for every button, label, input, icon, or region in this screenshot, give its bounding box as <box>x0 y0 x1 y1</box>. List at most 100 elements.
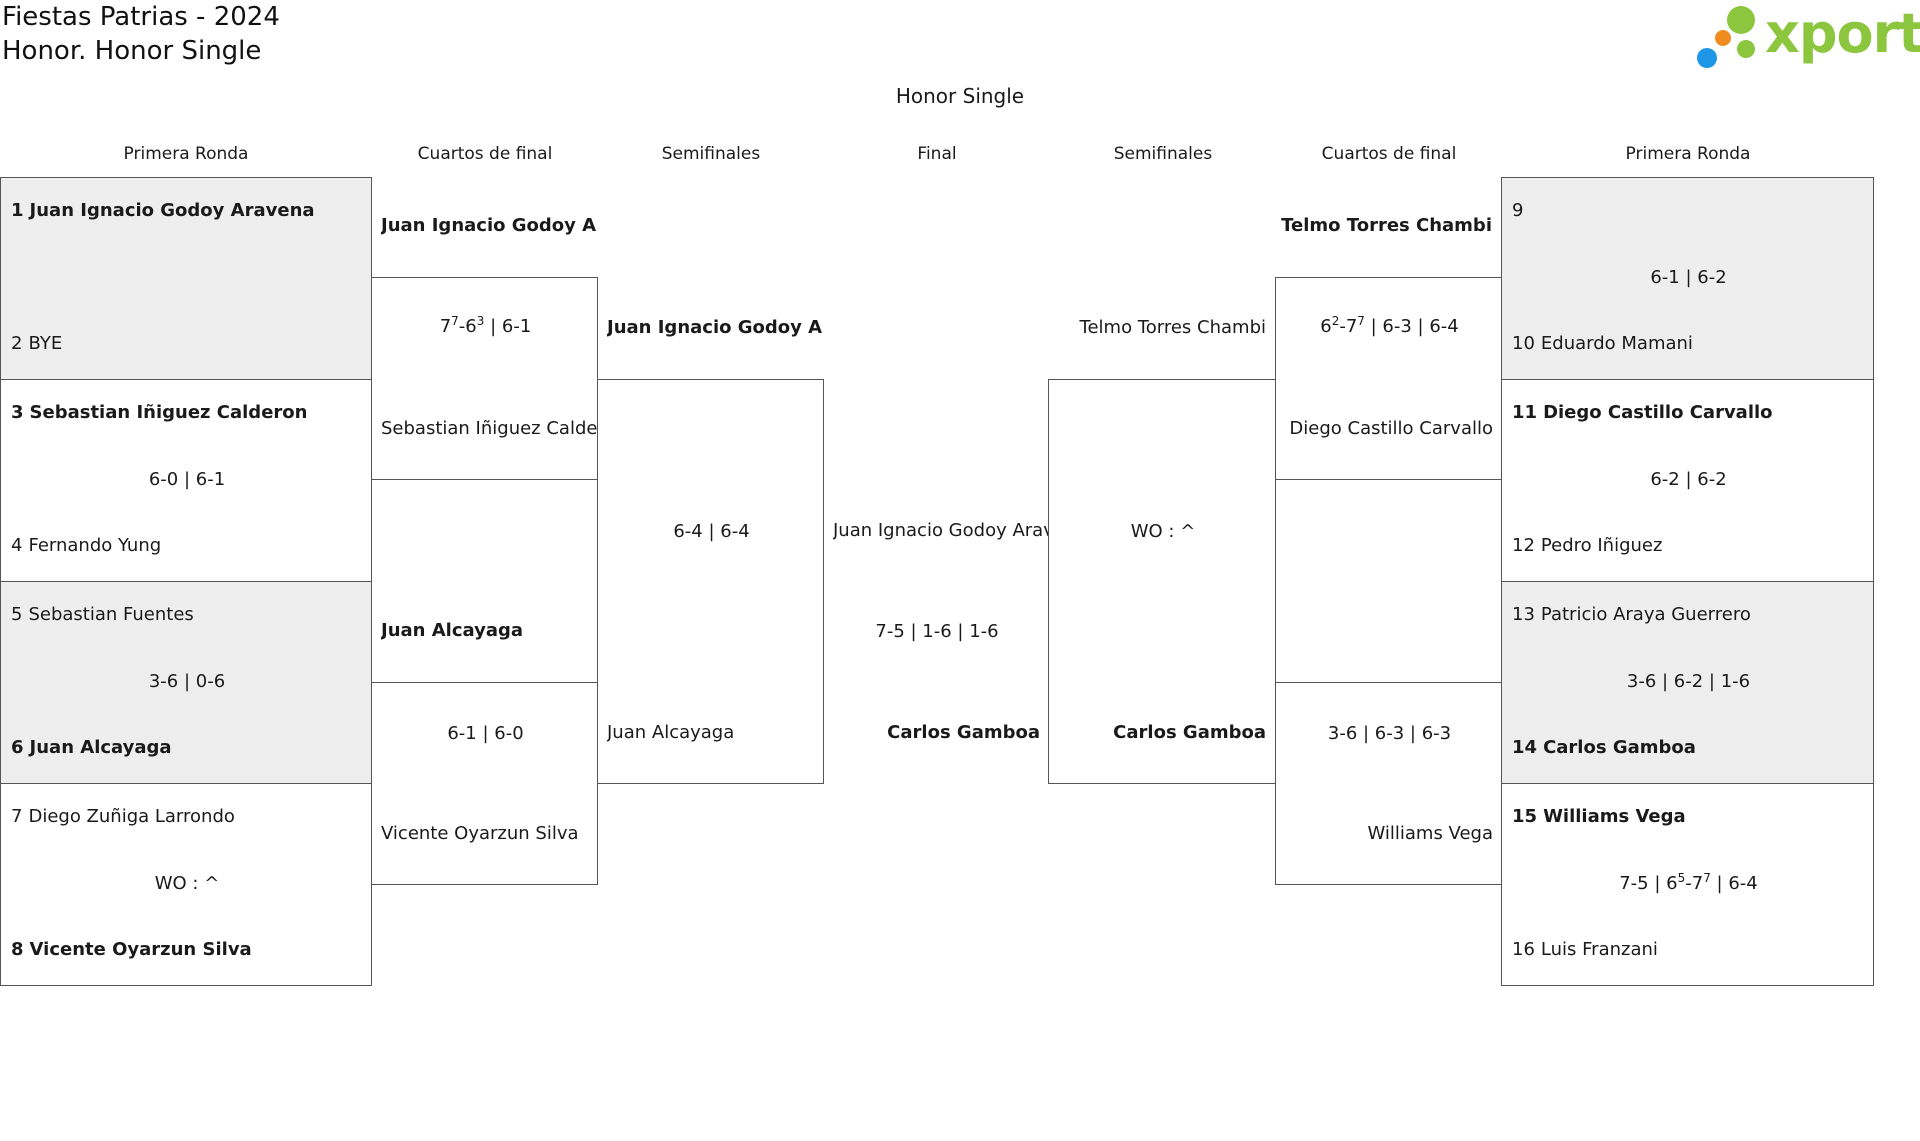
player-name[interactable]: Juan Alcayaga <box>607 722 735 743</box>
match-score: 62-77 | 6-3 | 6-4 <box>1276 314 1503 337</box>
match-score: 3-6 | 6-2 | 1-6 <box>1626 671 1751 692</box>
final-player2[interactable]: Carlos Gamboa <box>887 722 1040 743</box>
match-box-qf-l2[interactable]: 6-1 | 6-0 Vicente Oyarzun Silva <box>371 682 598 885</box>
logo-dot-orange-icon <box>1715 30 1731 46</box>
final-score: 7-5 | 1-6 | 1-6 <box>875 621 999 642</box>
player-label: Sebastian Fuentes <box>28 604 194 625</box>
match-box-sf-right[interactable]: WO : ^ Carlos Gamboa <box>1048 379 1276 784</box>
match-score: 6-1 | 6-0 <box>447 723 524 744</box>
tiebreak-score: 7 <box>451 314 459 328</box>
player-label: Diego Zuñiga Larrondo <box>28 806 235 827</box>
tiebreak-score: 7 <box>1703 871 1711 885</box>
score-part: 7 <box>439 316 452 337</box>
player-label: Pedro Iñiguez <box>1540 535 1663 556</box>
score-part: | 6-4 <box>1710 873 1758 894</box>
player-name[interactable]: Carlos Gamboa <box>1113 722 1266 743</box>
score-part: | 6-3 | 6-4 <box>1364 316 1459 337</box>
tournament-title: Fiestas Patrias - 2024 <box>2 2 280 32</box>
player-label: Williams Vega <box>1543 806 1686 827</box>
final-player1[interactable]: Juan Ignacio Godoy Aravena <box>833 520 1049 541</box>
tiebreak-score: 3 <box>476 314 485 328</box>
match-score: 6-0 | 6-1 <box>148 469 226 490</box>
player-label: Patricio Araya Guerrero <box>1540 604 1751 625</box>
player-name[interactable]: Williams Vega <box>1367 823 1493 844</box>
match-score: 6-4 | 6-4 <box>673 521 750 542</box>
seed-number: 10 <box>1512 333 1535 354</box>
player-label: Eduardo Mamani <box>1540 333 1693 354</box>
score-part: -7 <box>1339 316 1358 337</box>
tiebreak-score: 7 <box>1357 314 1365 328</box>
round-header-right-r1: Primera Ronda <box>1625 144 1751 164</box>
round-header-right-sf: Semifinales <box>1113 144 1213 164</box>
sf-right-player1[interactable]: Telmo Torres Chambi <box>1079 317 1266 338</box>
qf-left-1-player1[interactable]: Juan Ignacio Godoy Aravena <box>381 215 597 236</box>
category-title: Honor. Honor Single <box>2 36 262 66</box>
player-label: Juan Ignacio Godoy Aravena <box>29 200 315 221</box>
score-part: | 6-1 <box>484 316 532 337</box>
seed-number: 1 <box>11 200 24 221</box>
match-box-sf-left[interactable]: 6-4 | 6-4 Juan Alcayaga <box>597 379 824 784</box>
seed-number: 15 <box>1512 806 1538 827</box>
match-score: 6-1 | 6-2 <box>1650 267 1727 288</box>
match-score: 3-6 | 6-3 | 6-3 <box>1327 723 1452 744</box>
round-header-left-r1: Primera Ronda <box>123 144 249 164</box>
player-label: BYE <box>28 333 63 354</box>
logo-text: xporty <box>1765 2 1920 65</box>
player-label: Luis Franzani <box>1540 939 1658 960</box>
score-part: 7-5 | 6 <box>1619 873 1678 894</box>
match-box-qf-l1[interactable]: 77-63 | 6-1 Sebastian Iñiguez Calderon <box>371 277 598 480</box>
seed-number: 8 <box>11 939 24 960</box>
logo-dot-green-small-icon <box>1737 40 1755 58</box>
qf-right-1-player1[interactable]: Telmo Torres Chambi <box>1281 215 1492 236</box>
seed-number: 13 <box>1512 604 1535 625</box>
player-label: Fernando Yung <box>28 535 162 556</box>
player-name[interactable]: 9 <box>1512 200 1529 221</box>
round-header-left-sf: Semifinales <box>661 144 761 164</box>
xporty-logo[interactable]: xporty <box>1697 2 1920 70</box>
seed-number: 7 <box>11 806 23 827</box>
qf-left-2-player1[interactable]: Juan Alcayaga <box>381 620 524 641</box>
logo-dot-green-icon <box>1727 6 1755 34</box>
match-score: WO : ^ <box>1130 521 1196 542</box>
score-part: -7 <box>1685 873 1704 894</box>
player-label: Carlos Gamboa <box>1543 737 1696 758</box>
player-name[interactable]: Sebastian Iñiguez Calderon <box>381 418 598 439</box>
seed-number: 12 <box>1512 535 1535 556</box>
seed-number: 9 <box>1512 200 1524 221</box>
sf-left-player1[interactable]: Juan Ignacio Godoy Aravena <box>607 317 823 338</box>
seed-number: 2 <box>11 333 23 354</box>
round-header-left-qf: Cuartos de final <box>417 144 553 164</box>
player-name[interactable]: Vicente Oyarzun Silva <box>381 823 579 844</box>
seed-number: 14 <box>1512 737 1538 758</box>
seed-number: 5 <box>11 604 23 625</box>
seed-number: 16 <box>1512 939 1535 960</box>
player-label: Vicente Oyarzun Silva <box>29 939 252 960</box>
match-box-qf-r2[interactable]: 3-6 | 6-3 | 6-3 Williams Vega <box>1275 682 1502 885</box>
match-box-qf-r1[interactable]: 62-77 | 6-3 | 6-4 Diego Castillo Carvall… <box>1275 277 1502 480</box>
seed-number: 4 <box>11 535 23 556</box>
player-name[interactable]: Diego Castillo Carvallo <box>1289 418 1493 439</box>
